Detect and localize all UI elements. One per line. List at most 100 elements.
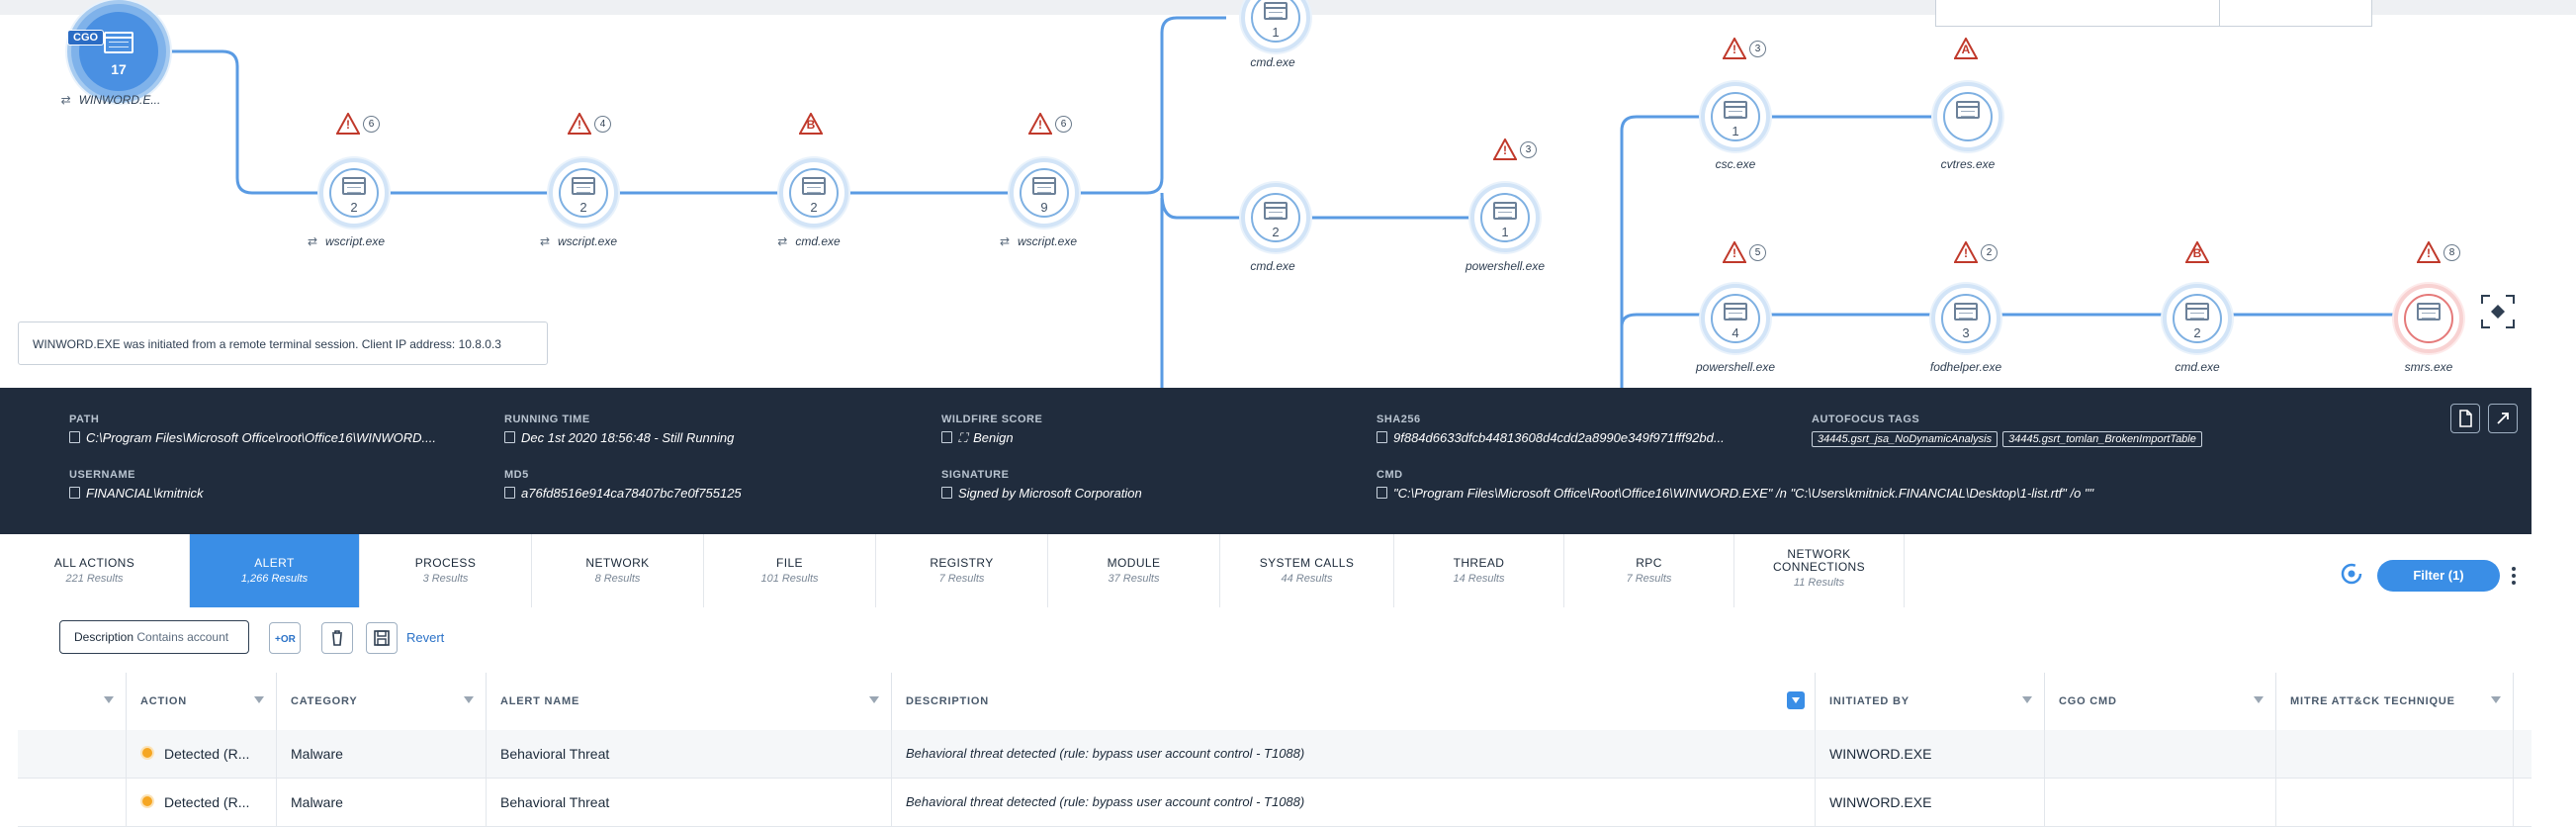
node-label: csc.exe [1715, 157, 1756, 171]
column-header-cgo-cmd[interactable]: CGO CMD [2045, 673, 2276, 730]
autofocus-tag[interactable]: 34445.gsrt_tomlan_BrokenImportTable [2002, 431, 2202, 447]
process-window-icon [104, 32, 133, 53]
filter-icon [2022, 696, 2032, 703]
more-options-icon[interactable] [2510, 564, 2518, 588]
cgo-badge: CGO [67, 30, 105, 46]
process-node-csc[interactable]: 1 [1701, 82, 1770, 151]
copy-icon[interactable] [1377, 487, 1387, 499]
copy-icon[interactable] [504, 431, 515, 443]
alert-name-cell: Behavioral Threat [487, 730, 892, 778]
filter-icon [869, 696, 879, 703]
description-cell: Behavioral threat detected (rule: bypass… [892, 730, 1816, 778]
alert-triangle-icon[interactable]: B [2185, 241, 2209, 263]
process-node-wscript-3[interactable]: 9 [1010, 158, 1079, 228]
md5-field: MD5 a76fd8516e914ca78407bc7e0f755125 [504, 469, 742, 501]
process-window-icon [1724, 303, 1747, 321]
process-window-icon [572, 177, 595, 195]
signature-field: SIGNATURE Signed by Microsoft Corporatio… [941, 469, 1142, 501]
process-node-fodhelper[interactable]: 3 [1931, 284, 2000, 353]
node-label: fodhelper.exe [1929, 360, 2002, 374]
filter-icon [104, 696, 114, 703]
alert-triangle-icon[interactable]: !6 [336, 113, 380, 135]
copy-icon[interactable] [1377, 431, 1387, 443]
process-graph[interactable]: 17 CGO ⇄WINWORD.E... !6 2 ⇄wscript.exe !… [0, 0, 2576, 388]
injection-icon: ⇄ [307, 234, 318, 248]
node-label: smrs.exe [2404, 360, 2453, 374]
node-label: cmd.exe [1250, 259, 1295, 273]
severity-medium-icon [140, 746, 154, 760]
injection-icon: ⇄ [777, 234, 788, 248]
copy-icon[interactable] [69, 431, 80, 443]
column-header[interactable] [18, 673, 127, 730]
process-node-cmd-2[interactable]: 2 [1241, 183, 1310, 252]
active-filter-icon [1787, 691, 1805, 709]
table-row[interactable]: Detected (R... Malware Behavioral Threat… [18, 730, 2532, 779]
delete-icon[interactable] [321, 622, 353, 654]
alert-triangle-icon[interactable]: !6 [1028, 113, 1072, 135]
copy-icon[interactable] [941, 487, 952, 499]
process-node-cvtres[interactable] [1933, 82, 2002, 151]
process-node-cmd-3[interactable]: 2 [2163, 284, 2232, 353]
column-header-category[interactable]: CATEGORY [277, 673, 487, 730]
node-label-root: ⇄WINWORD.E... [60, 93, 161, 107]
table-row[interactable]: Detected (R... Malware Behavioral Threat… [18, 779, 2532, 827]
alert-triangle-icon[interactable]: !5 [1723, 241, 1766, 263]
copy-icon[interactable] [69, 487, 80, 499]
table-header: ACTION CATEGORY ALERT NAME DESCRIPTION I… [18, 673, 2532, 731]
filter-chip-description[interactable]: Description Contains account [59, 620, 249, 654]
process-node-powershell-2[interactable]: 4 [1701, 284, 1770, 353]
process-node-root[interactable]: 17 [67, 0, 170, 103]
filter-button[interactable]: Filter (1) [2377, 560, 2500, 592]
action-cell: Detected (R... [164, 794, 250, 810]
save-icon[interactable] [366, 622, 398, 654]
autofocus-tag[interactable]: 34445.gsrt_jsa_NoDynamicAnalysis [1812, 431, 1999, 447]
open-external-icon[interactable] [2488, 404, 2518, 433]
severity-medium-icon [140, 794, 154, 808]
alert-triangle-icon[interactable]: !4 [568, 113, 611, 135]
alert-triangle-icon[interactable]: B [799, 113, 823, 135]
process-node-powershell-1[interactable]: 1 [1470, 183, 1540, 252]
alert-triangle-icon[interactable]: !3 [1493, 138, 1537, 160]
column-header-mitre[interactable]: MITRE ATT&CK TECHNIQUE [2276, 673, 2514, 730]
alert-triangle-icon[interactable]: !2 [1954, 241, 1998, 263]
process-node-smrs[interactable] [2394, 284, 2463, 353]
mitre-cell [2276, 730, 2514, 778]
process-node-cmd-1[interactable]: 2 [779, 158, 848, 228]
column-header-description[interactable]: DESCRIPTION [892, 673, 1816, 730]
svg-text:+OR: +OR [275, 634, 297, 645]
copy-icon[interactable] [504, 487, 515, 499]
cgo-cmd-cell [2045, 779, 2276, 826]
column-header-action[interactable]: ACTION [127, 673, 277, 730]
copy-icon[interactable] [941, 431, 952, 443]
process-node-wscript-2[interactable]: 2 [549, 158, 618, 228]
node-label: cmd.exe [2175, 360, 2220, 374]
process-window-icon [1264, 2, 1288, 20]
alert-triangle-icon[interactable]: !8 [2417, 241, 2460, 263]
document-icon[interactable] [2450, 404, 2480, 433]
column-header-alert-name[interactable]: ALERT NAME [487, 673, 892, 730]
column-header-initiated-by[interactable]: INITIATED BY [1816, 673, 2045, 730]
process-node-wscript-1[interactable]: 2 [319, 158, 389, 228]
recenter-icon[interactable] [2479, 293, 2517, 330]
process-window-icon [2185, 303, 2209, 321]
alert-triangle-icon[interactable]: !3 [1723, 38, 1766, 59]
refresh-icon[interactable] [2338, 560, 2365, 588]
process-node-cmd-top[interactable]: 1 [1241, 0, 1310, 52]
revert-link[interactable]: Revert [406, 630, 445, 645]
or-filter-icon[interactable]: +OR [269, 622, 301, 654]
filter-icon [254, 696, 264, 703]
process-window-icon [1724, 101, 1747, 119]
alert-triangle-icon[interactable]: A [1954, 38, 1978, 59]
